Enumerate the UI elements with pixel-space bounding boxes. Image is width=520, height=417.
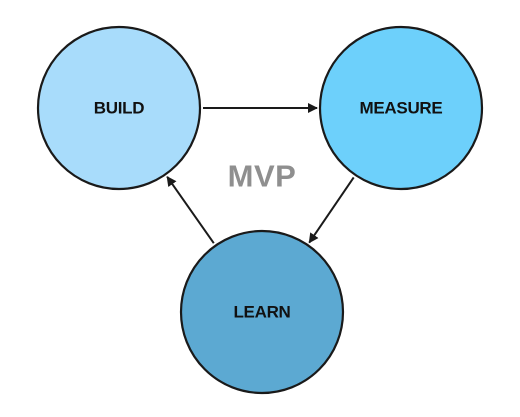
- node-measure: MEASURE: [318, 25, 484, 191]
- node-measure-circle: [318, 25, 484, 191]
- node-measure-label: MEASURE: [360, 99, 443, 118]
- node-learn-circle: [179, 229, 345, 395]
- node-build-label: BUILD: [94, 99, 144, 118]
- node-learn-label: LEARN: [233, 303, 290, 322]
- node-build: BUILD: [36, 25, 202, 191]
- arrow-learn-to-build: [166, 175, 215, 244]
- center-label: MVP: [228, 159, 297, 194]
- node-learn: LEARN: [179, 229, 345, 395]
- edges: [166, 103, 355, 244]
- nodes: BUILD MEASURE LEARN: [36, 25, 484, 395]
- arrow-measure-to-learn: [308, 176, 355, 244]
- node-build-circle: [36, 25, 202, 191]
